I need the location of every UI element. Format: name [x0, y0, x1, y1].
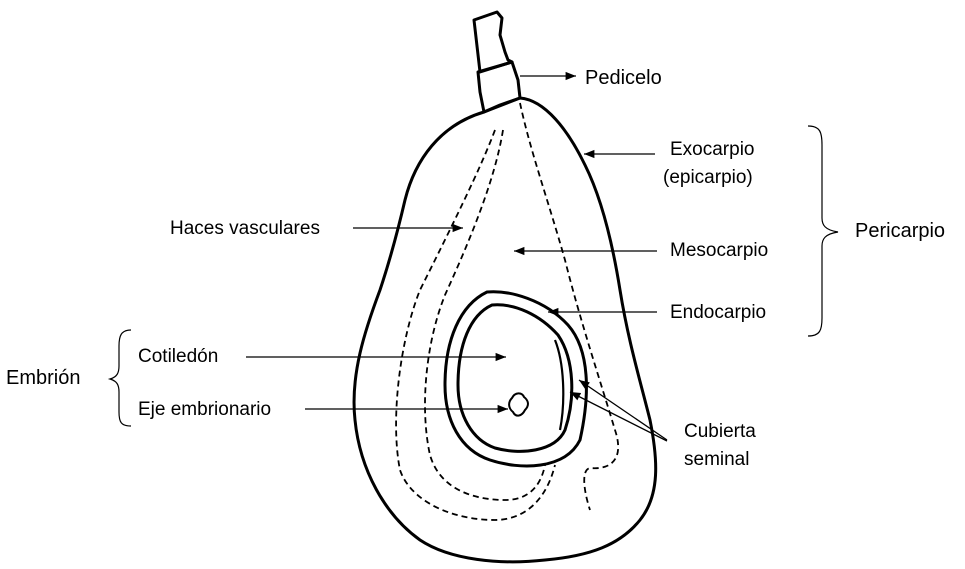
brace-embrion: [110, 330, 131, 426]
label-exocarpio: Exocarpio: [670, 139, 755, 160]
label-eje-embrionario: Eje embrionario: [138, 399, 271, 420]
seed-coat: [458, 305, 572, 452]
cotyledon-ring: [555, 340, 563, 430]
fruit-outline: [354, 98, 656, 562]
label-pedicelo: Pedicelo: [585, 67, 662, 89]
label-seminal: seminal: [684, 449, 749, 470]
vascular-bundle-left-outer: [396, 130, 555, 520]
embryonic-axis: [509, 393, 528, 415]
label-mesocarpio: Mesocarpio: [670, 240, 768, 261]
label-embrion: Embrión: [6, 367, 80, 389]
label-epicarpio: (epicarpio): [663, 167, 753, 188]
label-endocarpio: Endocarpio: [670, 302, 766, 323]
label-pericarpio: Pericarpio: [855, 220, 945, 242]
brace-pericarpio: [808, 126, 838, 336]
label-cubierta: Cubierta: [684, 421, 756, 442]
endocarp-outer: [445, 292, 586, 466]
label-haces-vasculares: Haces vasculares: [170, 218, 320, 239]
arrow-cubierta-1: [579, 380, 667, 440]
label-cotiledon: Cotiledón: [138, 346, 218, 367]
pedicel-stem: [474, 12, 520, 112]
